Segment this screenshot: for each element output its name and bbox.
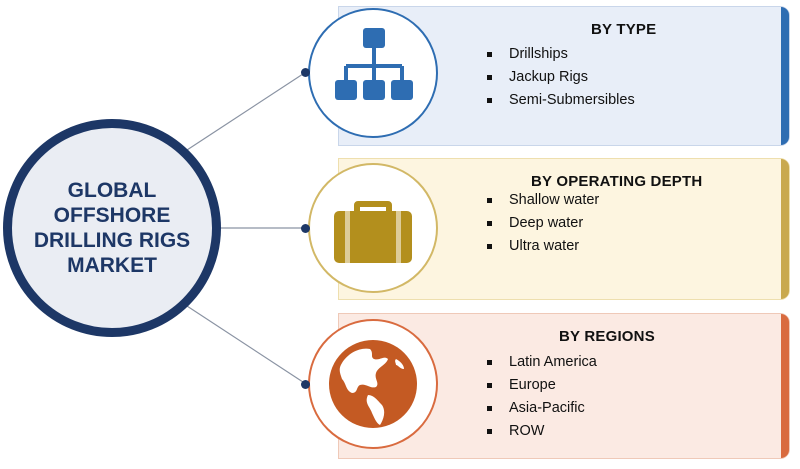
icon-circle-operating-depth bbox=[308, 163, 438, 293]
list-item: Latin America bbox=[487, 351, 597, 374]
connector-dot bbox=[301, 68, 310, 77]
panel-title: BY TYPE bbox=[591, 21, 657, 38]
list-item: Europe bbox=[487, 374, 597, 397]
list-item: Shallow water bbox=[487, 189, 599, 212]
icon-circle-regions bbox=[308, 319, 438, 449]
icon-circle-type bbox=[308, 8, 438, 138]
hierarchy-icon bbox=[335, 28, 413, 100]
panel-title: BY REGIONS bbox=[559, 328, 655, 345]
list-item: Asia-Pacific bbox=[487, 397, 597, 420]
panel-accent-bar bbox=[781, 314, 789, 458]
panel-title: BY OPERATING DEPTH bbox=[531, 173, 703, 190]
panel-accent-bar bbox=[781, 7, 789, 145]
list-item: Jackup Rigs bbox=[487, 66, 635, 89]
globe-icon bbox=[329, 340, 417, 428]
segment-list: Drillships Jackup Rigs Semi-Submersibles bbox=[487, 43, 635, 112]
segment-list: Latin America Europe Asia-Pacific ROW bbox=[487, 351, 597, 443]
briefcase-icon bbox=[334, 201, 412, 263]
market-title: GLOBAL OFFSHORE DRILLING RIGS MARKET bbox=[33, 179, 191, 277]
list-item: Ultra water bbox=[487, 235, 599, 258]
connector-dot bbox=[301, 380, 310, 389]
connector-dot bbox=[301, 224, 310, 233]
list-item: ROW bbox=[487, 420, 597, 443]
list-item: Deep water bbox=[487, 212, 599, 235]
list-item: Semi-Submersibles bbox=[487, 89, 635, 112]
list-item: Drillships bbox=[487, 43, 635, 66]
market-center-circle: GLOBAL OFFSHORE DRILLING RIGS MARKET bbox=[3, 119, 221, 337]
segment-list: Shallow water Deep water Ultra water bbox=[487, 189, 599, 258]
panel-accent-bar bbox=[781, 159, 789, 299]
